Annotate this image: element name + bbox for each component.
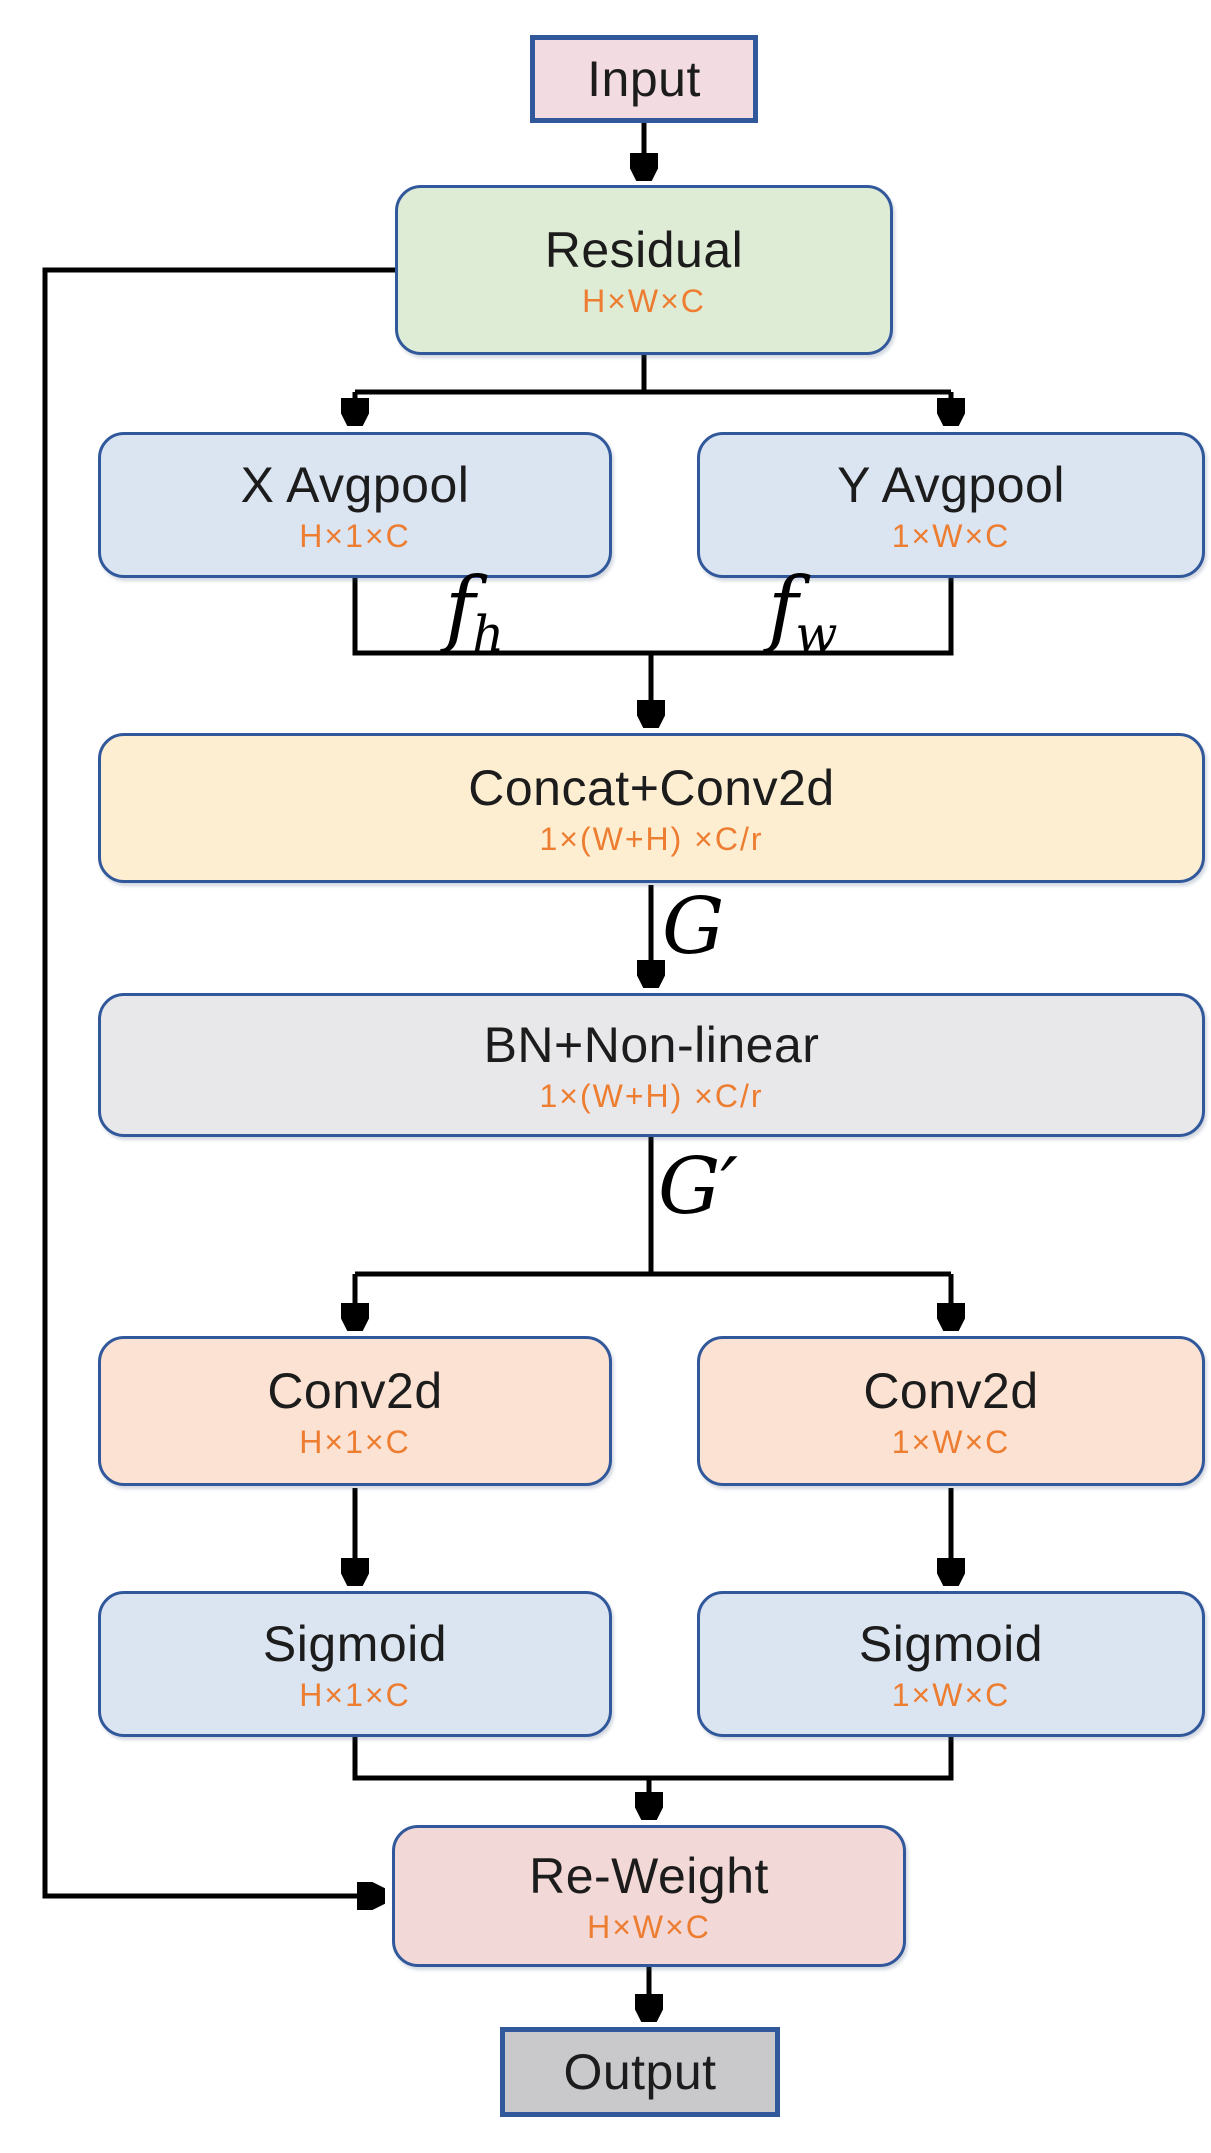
node-x-avgpool: X Avgpool H×1×C — [98, 432, 612, 578]
node-conv2d-h-label: Conv2d — [267, 1363, 443, 1419]
node-sigmoid-h-label: Sigmoid — [262, 1616, 448, 1672]
node-conv2d-h: Conv2d H×1×C — [98, 1336, 612, 1486]
node-y-avgpool-label: Y Avgpool — [837, 457, 1065, 513]
edge-label-fw: fw — [768, 568, 837, 659]
g-prime-symbol: G′ — [658, 1142, 739, 1232]
node-bn-nonlinear-dims: 1×(W+H) ×C/r — [539, 1078, 764, 1114]
node-sigmoid-w-label: Sigmoid — [858, 1616, 1044, 1672]
node-input: Input — [530, 35, 758, 123]
node-bn-nonlinear: BN+Non-linear 1×(W+H) ×C/r — [98, 993, 1205, 1137]
node-sigmoid-h-dims: H×1×C — [299, 1677, 411, 1713]
node-residual-dims: H×W×C — [582, 283, 706, 319]
fw-subscript: w — [795, 604, 838, 663]
node-sigmoid-w: Sigmoid 1×W×C — [697, 1591, 1205, 1737]
node-output: Output — [500, 2027, 780, 2117]
node-y-avgpool: Y Avgpool 1×W×C — [697, 432, 1205, 578]
fw-base: f — [768, 561, 799, 656]
edge-label-fh: fh — [445, 568, 504, 659]
edge-residual-split — [355, 355, 951, 395]
node-bn-nonlinear-label: BN+Non-linear — [483, 1017, 820, 1073]
node-sigmoid-h: Sigmoid H×1×C — [98, 1591, 612, 1737]
fh-subscript: h — [472, 604, 505, 663]
node-conv2d-h-dims: H×1×C — [299, 1424, 411, 1460]
node-concat-conv2d: Concat+Conv2d 1×(W+H) ×C/r — [98, 733, 1205, 883]
g-symbol: G — [662, 882, 725, 972]
node-concat-conv2d-dims: 1×(W+H) ×C/r — [539, 821, 764, 857]
node-conv2d-w: Conv2d 1×W×C — [697, 1336, 1205, 1486]
edge-bn-split — [355, 1137, 951, 1277]
node-concat-conv2d-label: Concat+Conv2d — [468, 760, 835, 816]
node-y-avgpool-dims: 1×W×C — [891, 518, 1011, 554]
node-reweight: Re-Weight H×W×C — [392, 1825, 906, 1967]
node-residual: Residual H×W×C — [395, 185, 893, 355]
node-x-avgpool-dims: H×1×C — [299, 518, 411, 554]
fh-base: f — [445, 561, 476, 656]
node-input-label: Input — [587, 50, 701, 107]
node-conv2d-w-label: Conv2d — [863, 1363, 1039, 1419]
node-reweight-dims: H×W×C — [587, 1909, 711, 1945]
node-x-avgpool-label: X Avgpool — [240, 457, 470, 513]
node-output-label: Output — [563, 2043, 717, 2100]
node-conv2d-w-dims: 1×W×C — [891, 1424, 1011, 1460]
edge-residual-skip-connection — [42, 267, 395, 1896]
edge-label-g-prime: G′ — [658, 1148, 738, 1226]
node-residual-label: Residual — [544, 222, 744, 278]
edge-label-g: G — [662, 888, 724, 966]
node-sigmoid-w-dims: 1×W×C — [891, 1677, 1011, 1713]
edge-sigmoid-merge — [352, 1737, 954, 1781]
node-reweight-label: Re-Weight — [529, 1848, 769, 1904]
